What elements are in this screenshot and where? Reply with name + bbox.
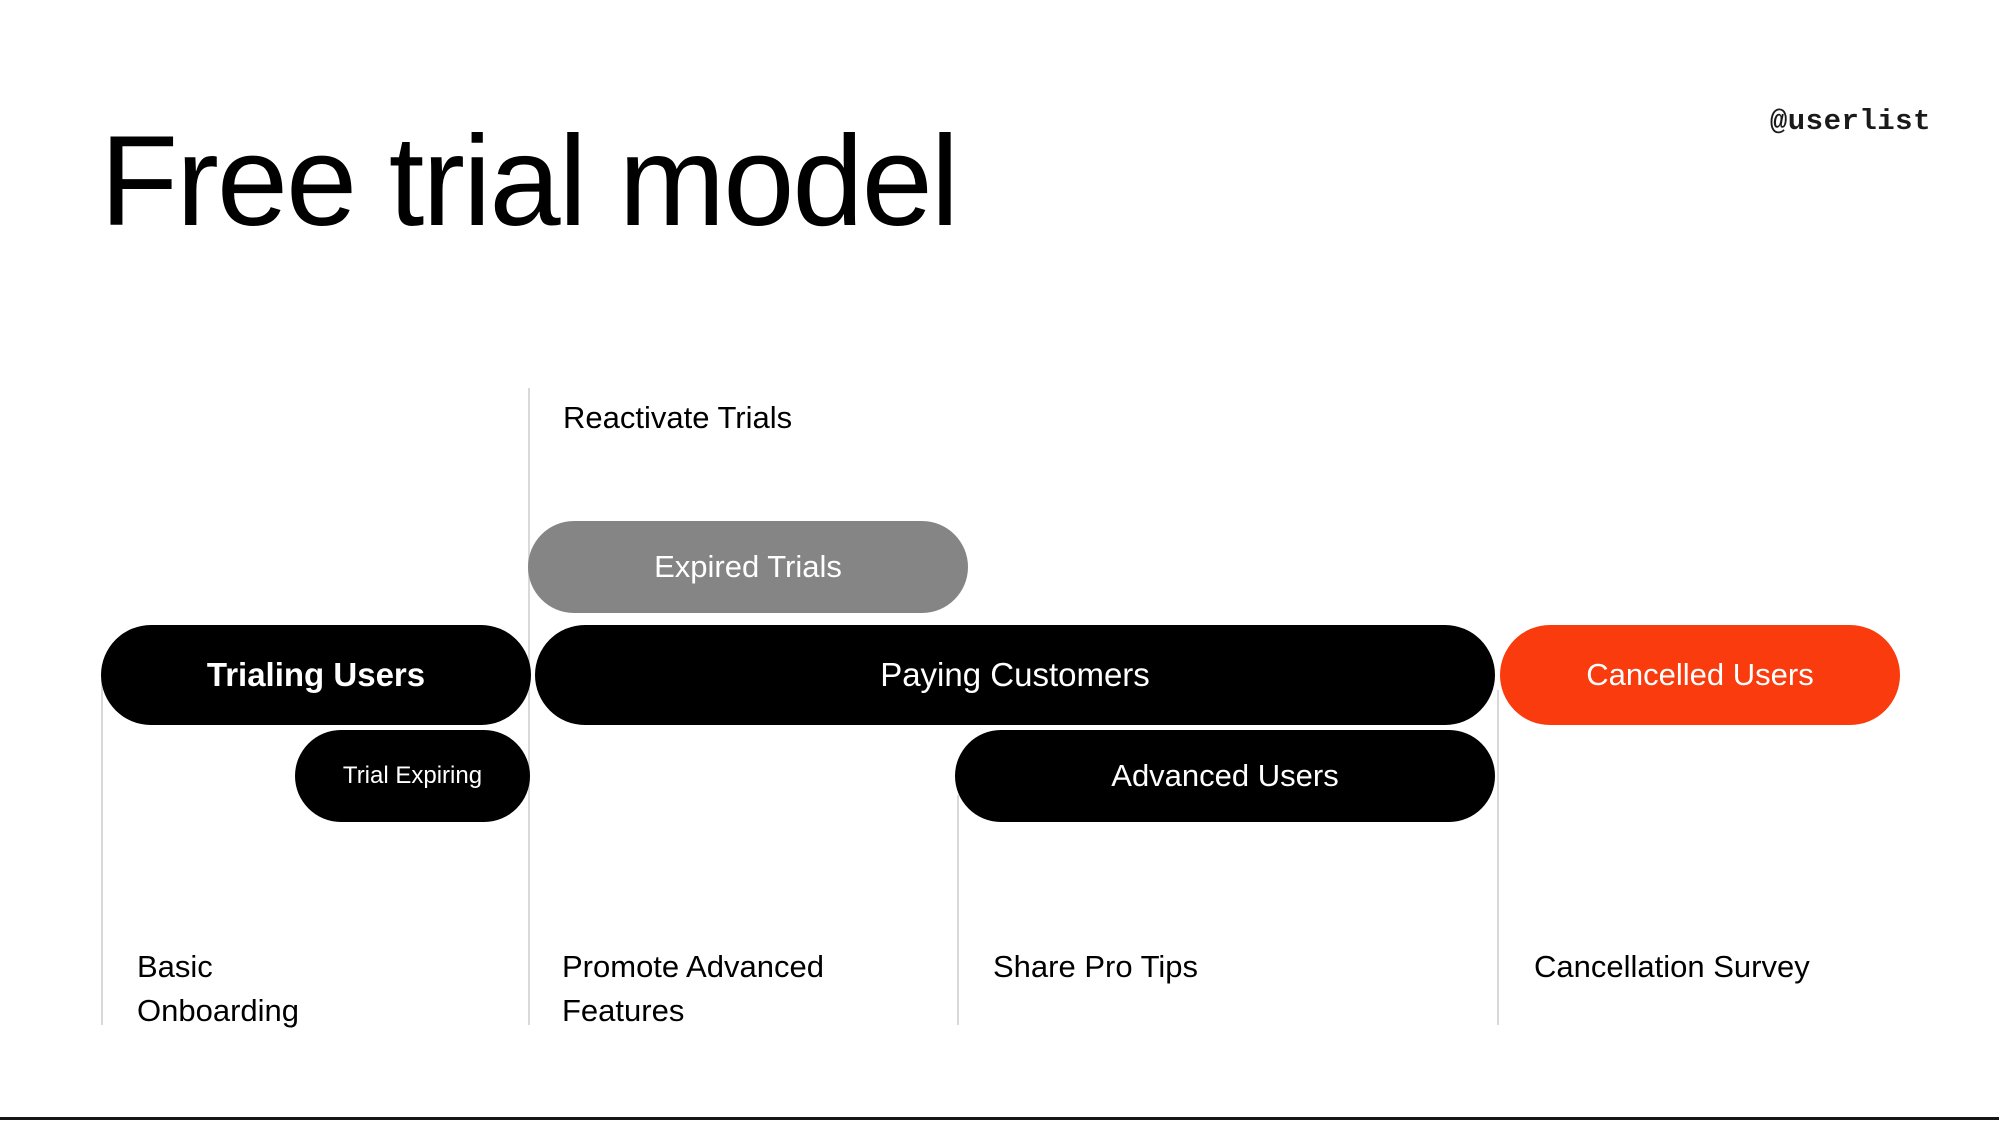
segment-expired-trials[interactable]: Expired Trials xyxy=(528,521,968,613)
segment-advanced-users-label: Advanced Users xyxy=(1111,758,1339,793)
segment-trial-expiring-label: Trial Expiring xyxy=(342,762,483,789)
segment-paying-customers[interactable]: Paying Customers xyxy=(535,625,1495,725)
stage-basic-onboarding-line-1: Basic xyxy=(137,949,213,984)
segment-paying-customers-label: Paying Customers xyxy=(880,656,1150,693)
stage-promote-advanced-features-line-1: Promote Advanced xyxy=(562,949,824,984)
segment-expired-trials-label: Expired Trials xyxy=(654,549,842,584)
segment-trialing-users[interactable]: Trialing Users xyxy=(101,625,531,725)
brand-watermark: @userlist xyxy=(1769,105,1931,138)
stage-promote-advanced-features: Promote Advanced Features xyxy=(562,945,824,1034)
stage-cancellation-survey: Cancellation Survey xyxy=(1534,945,1810,989)
stage-basic-onboarding: Basic Onboarding xyxy=(137,945,299,1034)
segment-cancelled-users[interactable]: Cancelled Users xyxy=(1500,625,1900,725)
segment-advanced-users[interactable]: Advanced Users xyxy=(955,730,1495,822)
segment-cancelled-users-label: Cancelled Users xyxy=(1586,657,1814,692)
divider-line-1 xyxy=(101,680,103,1025)
divider-line-3 xyxy=(957,795,959,1025)
divider-line-2 xyxy=(528,388,530,1025)
annotation-reactivate-trials: Reactivate Trials xyxy=(563,400,793,435)
stage-promote-advanced-features-line-2: Features xyxy=(562,993,685,1029)
stage-cancellation-survey-line-1: Cancellation Survey xyxy=(1534,949,1810,984)
segment-trial-expiring[interactable]: Trial Expiring xyxy=(295,730,530,822)
stage-share-pro-tips: Share Pro Tips xyxy=(993,945,1198,989)
stage-basic-onboarding-line-2: Onboarding xyxy=(137,993,300,1029)
divider-line-4 xyxy=(1497,690,1499,1025)
page-title: Free trial model xyxy=(100,110,959,253)
stage-share-pro-tips-line-1: Share Pro Tips xyxy=(993,949,1199,984)
segment-trialing-users-label: Trialing Users xyxy=(206,656,426,693)
slide-bottom-border xyxy=(0,1117,1999,1120)
